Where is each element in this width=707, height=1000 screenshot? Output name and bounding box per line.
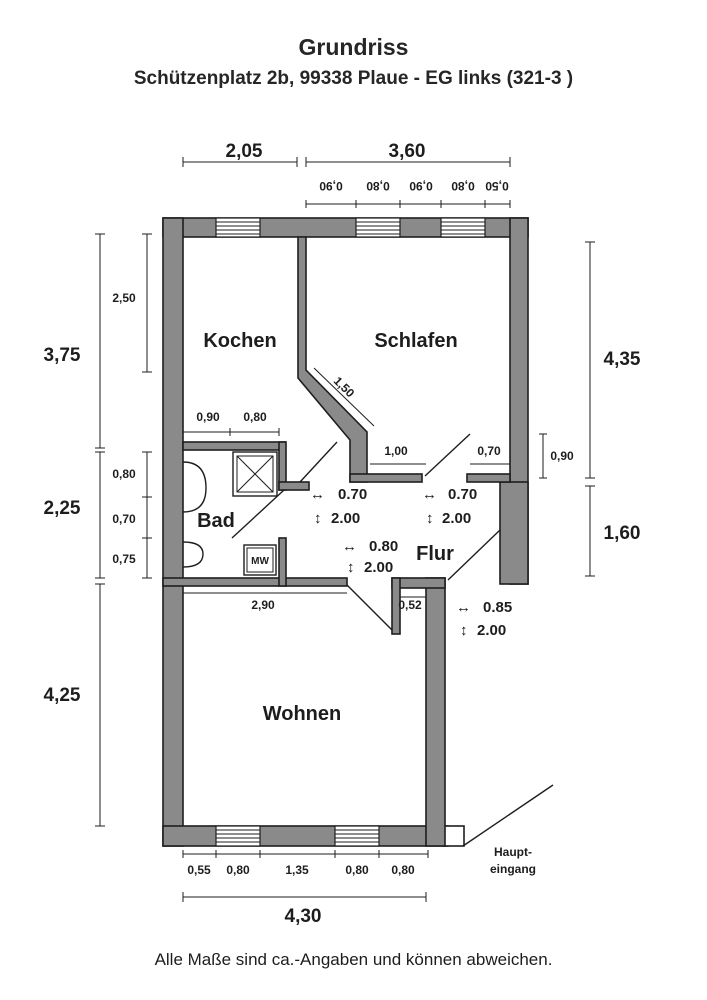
wall-bad-right-lower: [278, 537, 287, 587]
door-3-width: 0.80: [369, 538, 398, 555]
wall-right-step: [499, 481, 529, 585]
dim-right-1: 4,35: [604, 349, 641, 370]
dim-left-small-3: 0,75: [112, 552, 136, 566]
page-title: Grundriss: [298, 34, 409, 60]
wall-schlafen-bottom-1: [349, 473, 423, 483]
dim-window-top-5: 0,50: [485, 179, 509, 193]
door-1-height: 2.00: [331, 510, 360, 527]
windows: [215, 217, 486, 847]
bathroom-fixtures: MW: [182, 451, 278, 576]
room-label-flur: Flur: [416, 543, 454, 565]
dim-bottom-4: 0,80: [345, 863, 369, 877]
washing-machine-label: MW: [251, 556, 269, 567]
door-swing-haupteingang: [462, 784, 554, 847]
washing-machine-icon: MW: [243, 544, 277, 576]
door-2-width-arrow: ↔: [422, 486, 437, 503]
door-2-height: 2.00: [442, 510, 471, 527]
dim-window-top-4: 0,80: [451, 179, 475, 193]
dim-right-3: 0,90: [550, 449, 574, 463]
dim-flur-width: 0,52: [398, 598, 422, 612]
door-swing-kochen: [299, 441, 338, 483]
disclaimer-footer: Alle Maße sind ca.-Angaben und können ab…: [154, 950, 553, 969]
dim-top-1: 2,05: [226, 141, 263, 162]
door-labels: ↔ 0.70 ↕ 2.00 ↔ 0.70 ↕ 2.00 ↔ 0.80 ↕ 2.0…: [310, 486, 512, 639]
wall-flur-stub: [391, 577, 401, 635]
entrance-step: [443, 825, 465, 847]
room-label-wohnen: Wohnen: [263, 703, 342, 725]
door-4-height-arrow: ↕: [460, 622, 468, 639]
window-top-schlafen-2: [440, 217, 486, 238]
wall-wohnen-top: [162, 577, 348, 587]
room-label-schlafen: Schlafen: [374, 330, 457, 352]
dim-kochen-2: 0,80: [243, 410, 267, 424]
dim-left-2: 2,25: [44, 498, 81, 519]
door-2-width: 0.70: [448, 486, 477, 503]
door-swing-wohnen: [346, 584, 393, 631]
door-3-height: 2.00: [364, 559, 393, 576]
outer-wall-bottom: [162, 825, 449, 847]
window-top-schlafen-1: [355, 217, 401, 238]
wall-schlafen-bottom-2: [466, 473, 511, 483]
window-bottom-wohnen-2: [334, 825, 380, 847]
door-swing-bad: [231, 489, 285, 539]
window-bottom-wohnen-1: [215, 825, 261, 847]
dim-bottom-2: 0,80: [226, 863, 250, 877]
door-4-height: 2.00: [477, 622, 506, 639]
dimension-lines: [95, 157, 595, 902]
door-2-height-arrow: ↕: [426, 510, 434, 527]
dim-right-2: 1,60: [604, 523, 641, 544]
door-3-width-arrow: ↔: [342, 538, 357, 555]
dim-left-small-1: 0,80: [112, 467, 136, 481]
dim-left-1: 3,75: [44, 345, 81, 366]
dim-schlafen-right: 0,70: [477, 444, 501, 458]
door-3-height-arrow: ↕: [347, 559, 355, 576]
wall-bad-right-return: [278, 481, 310, 491]
entrance-label-1: Haupt-: [494, 845, 532, 859]
sink-icon: [182, 541, 204, 568]
dim-bottom-1: 0,55: [187, 863, 211, 877]
door-4-width: 0.85: [483, 599, 512, 616]
dim-window-top-1: 0,90: [319, 179, 343, 193]
room-label-bad: Bad: [197, 510, 235, 532]
shower-icon: [232, 451, 278, 497]
wall-wohnen-right: [425, 577, 446, 847]
dim-window-top-2: 0,80: [366, 179, 390, 193]
dim-window-top-3: 0,90: [409, 179, 433, 193]
dim-wohnen-width: 2,90: [251, 598, 275, 612]
dim-kochen-1: 0,90: [196, 410, 220, 424]
dim-middle: 1,00: [384, 444, 408, 458]
window-top-kochen: [215, 217, 261, 238]
door-4-width-arrow: ↔: [456, 599, 471, 616]
wall-bad-top: [182, 441, 286, 451]
door-swing-schlafen: [424, 433, 471, 477]
walls: [162, 217, 529, 847]
toilet-icon: [182, 461, 207, 513]
dim-bottom-5: 0,80: [391, 863, 415, 877]
dim-left-small-2: 0,70: [112, 512, 136, 526]
dim-top-2: 3,60: [389, 141, 426, 162]
door-1-width-arrow: ↔: [310, 486, 325, 503]
wall-kochen-schlafen: [297, 236, 368, 483]
dim-bottom-total: 4,30: [285, 906, 322, 927]
dim-left-3: 4,25: [44, 685, 81, 706]
door-swings: [231, 433, 554, 847]
outer-wall-left: [162, 217, 184, 847]
entrance-label-2: eingang: [490, 862, 536, 876]
door-1-width: 0.70: [338, 486, 367, 503]
door-1-height-arrow: ↕: [314, 510, 322, 527]
dim-diagonal: 1,50: [331, 374, 358, 401]
page-subtitle: Schützenplatz 2b, 99338 Plaue - EG links…: [133, 68, 574, 89]
dim-left-inner-1: 2,50: [112, 291, 136, 305]
dim-bottom-3: 1,35: [285, 863, 309, 877]
door-swing-flur: [447, 529, 501, 581]
room-label-kochen: Kochen: [203, 330, 276, 352]
